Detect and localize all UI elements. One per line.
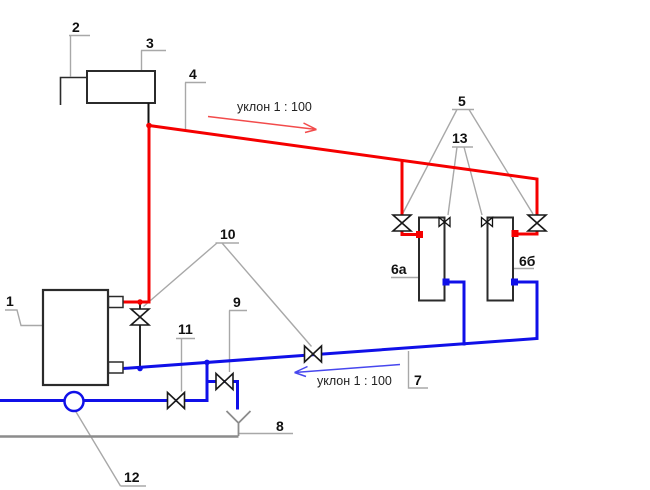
- return-slope-label: уклон 1 : 100: [317, 374, 392, 388]
- callout-13: 13: [452, 130, 468, 146]
- radiator-valve-6b: [525, 214, 549, 232]
- callout-4: 4: [189, 66, 197, 82]
- leader-13: [447, 146, 483, 216]
- boiler-supply-nozzle: [107, 295, 124, 309]
- supply-slope-label: уклон 1 : 100: [237, 100, 312, 114]
- outlet-union-6b: [511, 278, 518, 286]
- leader-10: [143, 242, 313, 347]
- air-vent-6a: [438, 216, 451, 228]
- junction-markers: [137, 122, 519, 372]
- supply-slope-arrow: [207, 115, 317, 134]
- callout-1: 1: [6, 293, 14, 309]
- callout-3: 3: [146, 35, 154, 51]
- leader-9: [228, 309, 247, 372]
- inlet-union-6b: [511, 230, 519, 237]
- callout-12: 12: [124, 469, 140, 485]
- supply-pipes: [120, 123, 539, 304]
- radiator-valve-6a: [390, 214, 414, 232]
- callout-6b: 6б: [519, 253, 536, 269]
- bypass-top-dot: [137, 299, 143, 305]
- pump: [63, 390, 85, 413]
- inlet-union-6a: [416, 231, 423, 238]
- radiator-6a: [418, 216, 446, 302]
- leader-2: [69, 34, 90, 77]
- air-vent-6b: [480, 216, 494, 228]
- boiler: [41, 288, 110, 387]
- outlet-union-6a: [442, 278, 450, 286]
- bypass-bottom-dot: [137, 365, 143, 372]
- drain-funnel: [225, 410, 252, 436]
- leader-5: [402, 108, 534, 215]
- leader-7: [407, 351, 428, 389]
- return-main-valve: [303, 344, 323, 364]
- return-branch-6a: [442, 280, 466, 346]
- return-main-pipe: [121, 280, 539, 371]
- boiler-return-nozzle: [107, 361, 124, 374]
- makeup-valve: [166, 390, 186, 411]
- makeup-junction-dot: [204, 359, 210, 366]
- bypass-valve: [128, 308, 152, 326]
- callout-10: 10: [220, 226, 236, 242]
- leader-4: [184, 81, 206, 130]
- supply-main-pipe: [120, 123, 539, 304]
- callout-6a: 6а: [391, 261, 407, 277]
- leader-12: [74, 410, 146, 487]
- supply-elbow-6a: [400, 229, 419, 236]
- callout-11: 11: [178, 321, 193, 337]
- return-slope-arrow: [294, 363, 401, 378]
- callout-9: 9: [233, 294, 241, 310]
- drain-valve: [215, 371, 234, 392]
- callout-2: 2: [72, 19, 80, 35]
- callout-5: 5: [458, 93, 466, 109]
- radiator-6b: [486, 216, 514, 302]
- overflow-pipe: [59, 76, 87, 105]
- callout-8: 8: [276, 418, 284, 434]
- expansion-tank: [86, 70, 156, 104]
- callout-7: 7: [414, 372, 422, 388]
- supply-junction-dot: [146, 122, 152, 129]
